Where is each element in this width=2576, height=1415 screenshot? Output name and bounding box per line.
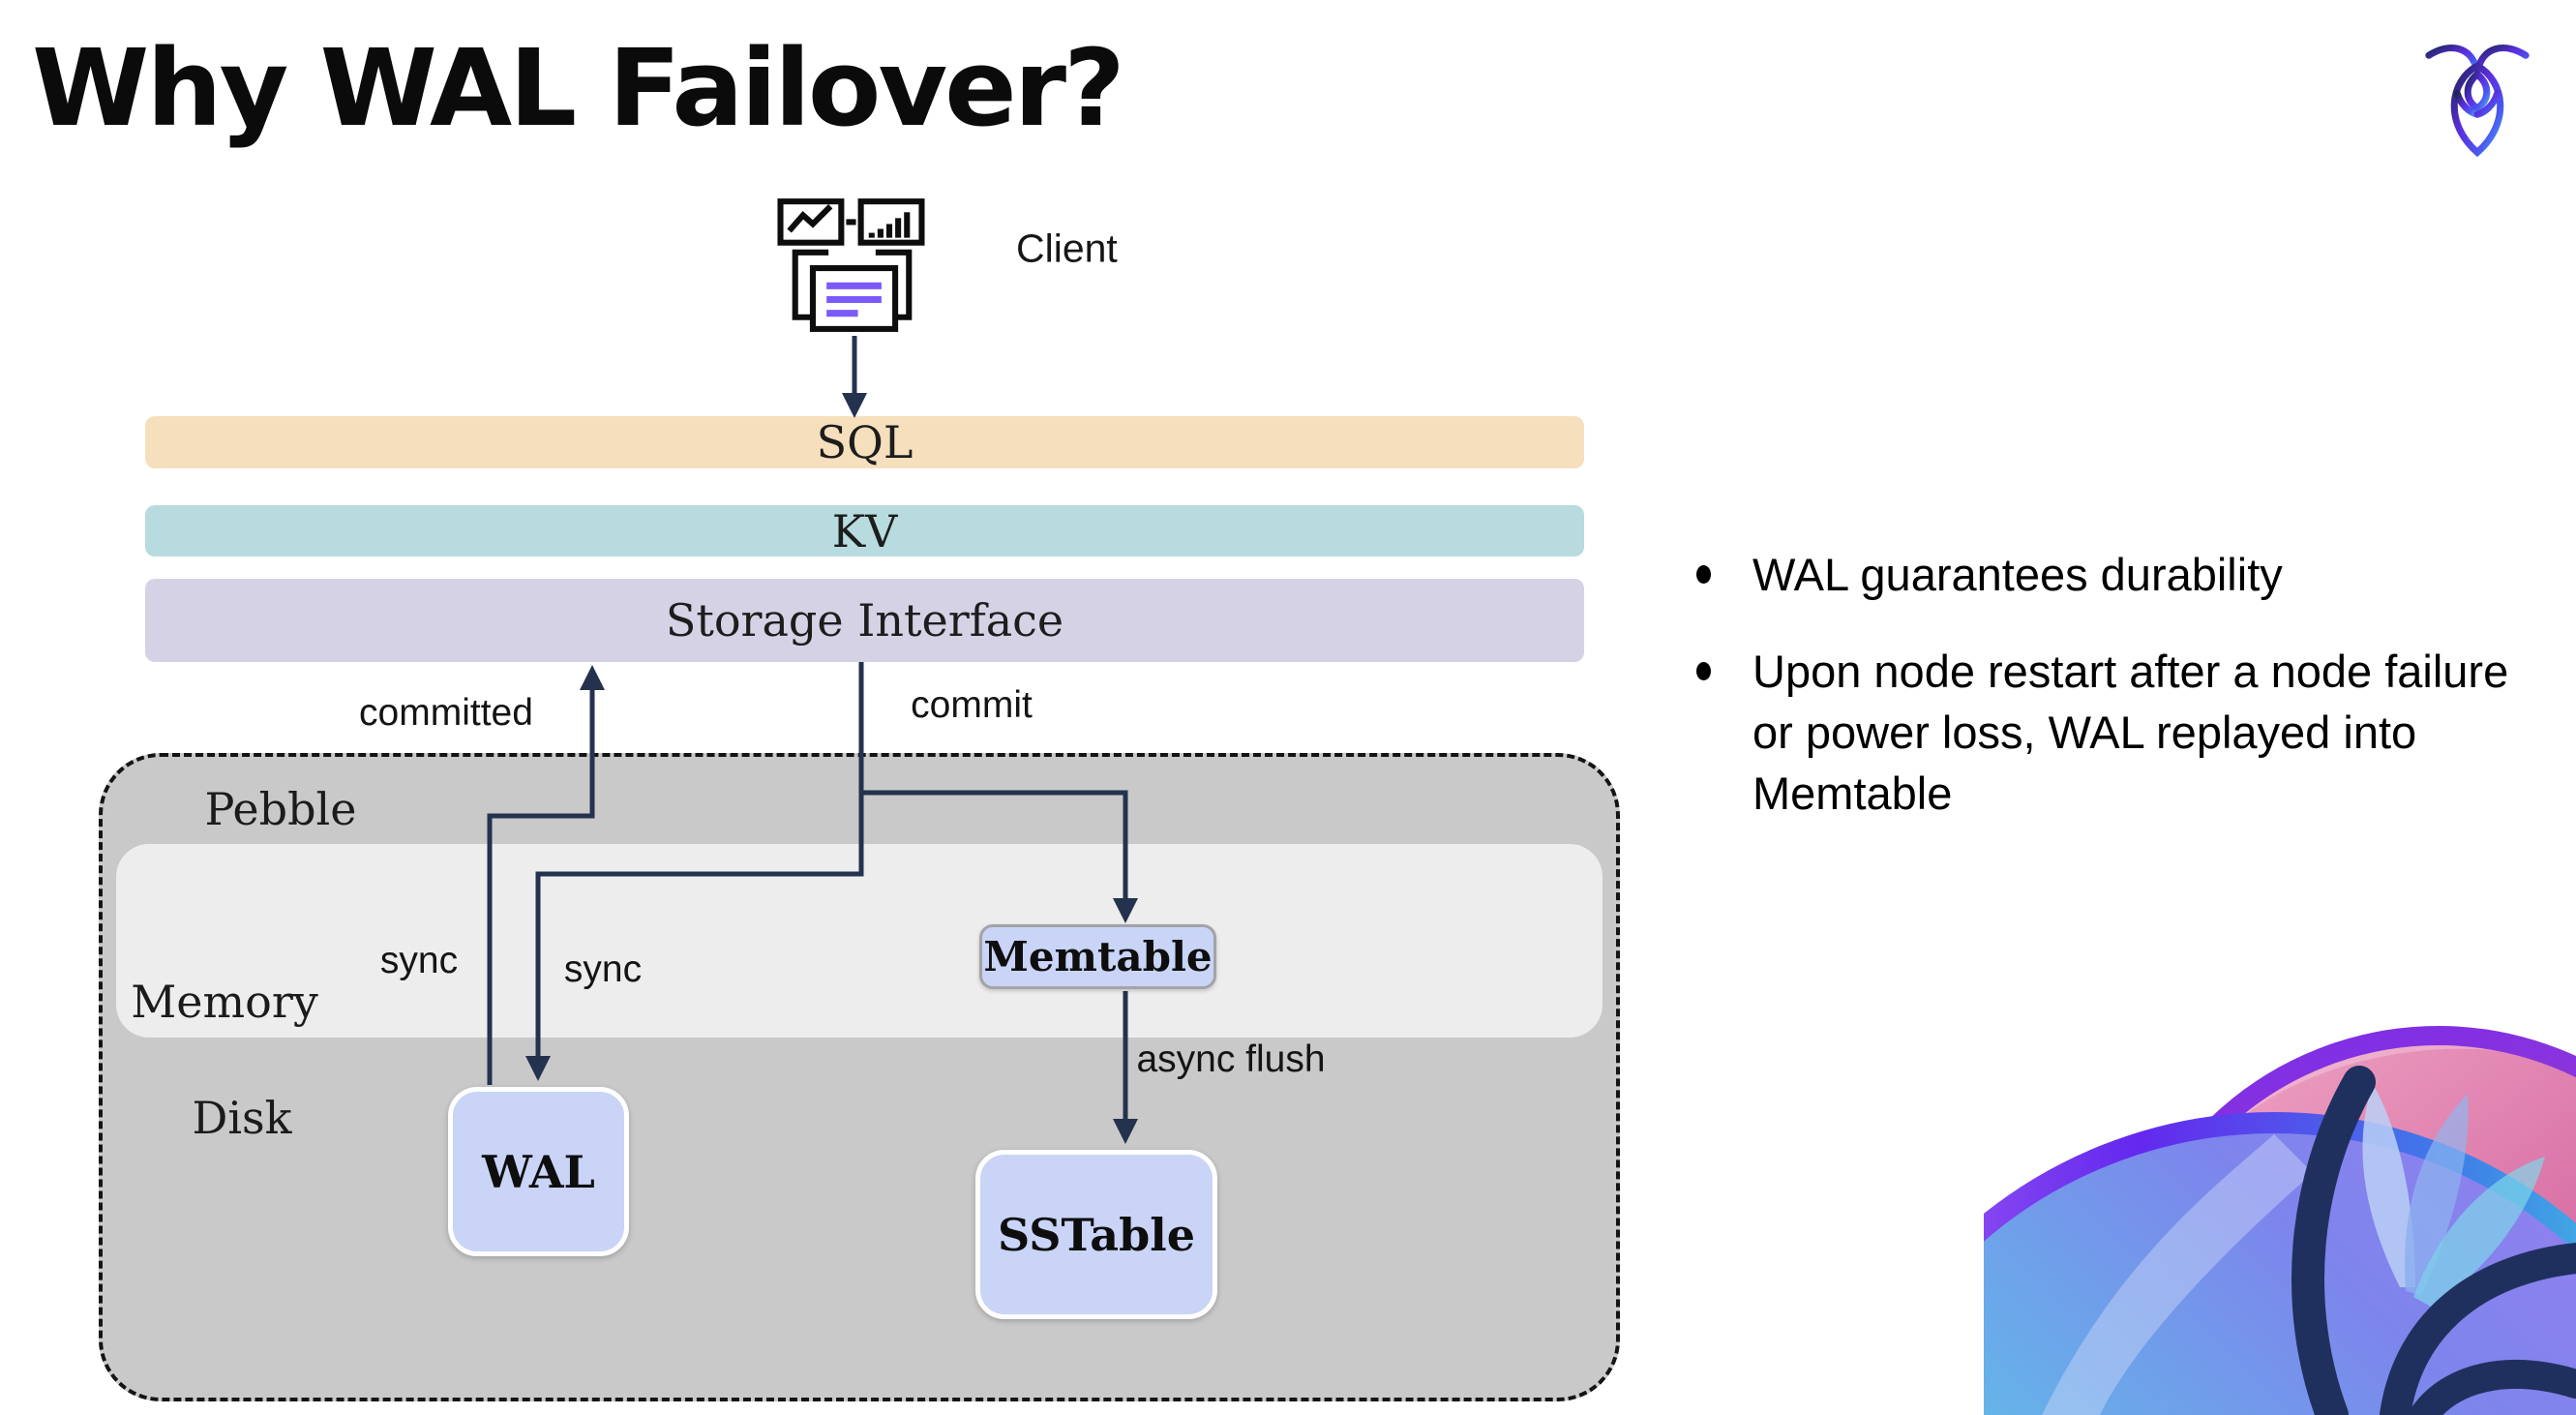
node-sstable: SSTable [975,1150,1217,1319]
edge-label-committed: committed [359,692,533,734]
bullet-list: WAL guarantees durability Upon node rest… [1696,544,2567,824]
bullet-dot [1696,662,1711,680]
bullet-dot [1696,565,1711,584]
edge-label-sync-left: sync [379,940,459,981]
edge-label-sync-right: sync [563,948,643,990]
edge-label-commit: commit [911,684,1033,726]
client-label: Client [1016,226,1118,271]
page-title: Why WAL Failover? [32,26,1125,150]
node-wal: WAL [448,1087,629,1256]
cockroachdb-logo-icon [2425,45,2530,158]
memory-zone-label: Memory [131,976,318,1028]
client-screens-icon [777,198,925,332]
cockroachdb-brand-art [1984,1017,2576,1415]
disk-zone-label: Disk [192,1092,292,1144]
layer-sql: SQL [145,416,1584,468]
layer-storage-interface: Storage Interface [145,579,1584,662]
bullet-item: WAL guarantees durability [1696,544,2567,605]
memory-zone [116,844,1603,1038]
edge-label-async-flush: async flush [1136,1039,1326,1080]
layer-kv: KV [145,505,1584,557]
bullet-text: Upon node restart after a node failure o… [1752,646,2509,819]
arrowhead-up-storage [580,665,605,690]
pebble-label: Pebble [204,783,357,835]
bullet-item: Upon node restart after a node failure o… [1696,641,2567,824]
bullet-text: WAL guarantees durability [1752,549,2283,600]
arrowhead-down-sql [842,393,867,418]
node-memtable: Memtable [979,924,1216,989]
